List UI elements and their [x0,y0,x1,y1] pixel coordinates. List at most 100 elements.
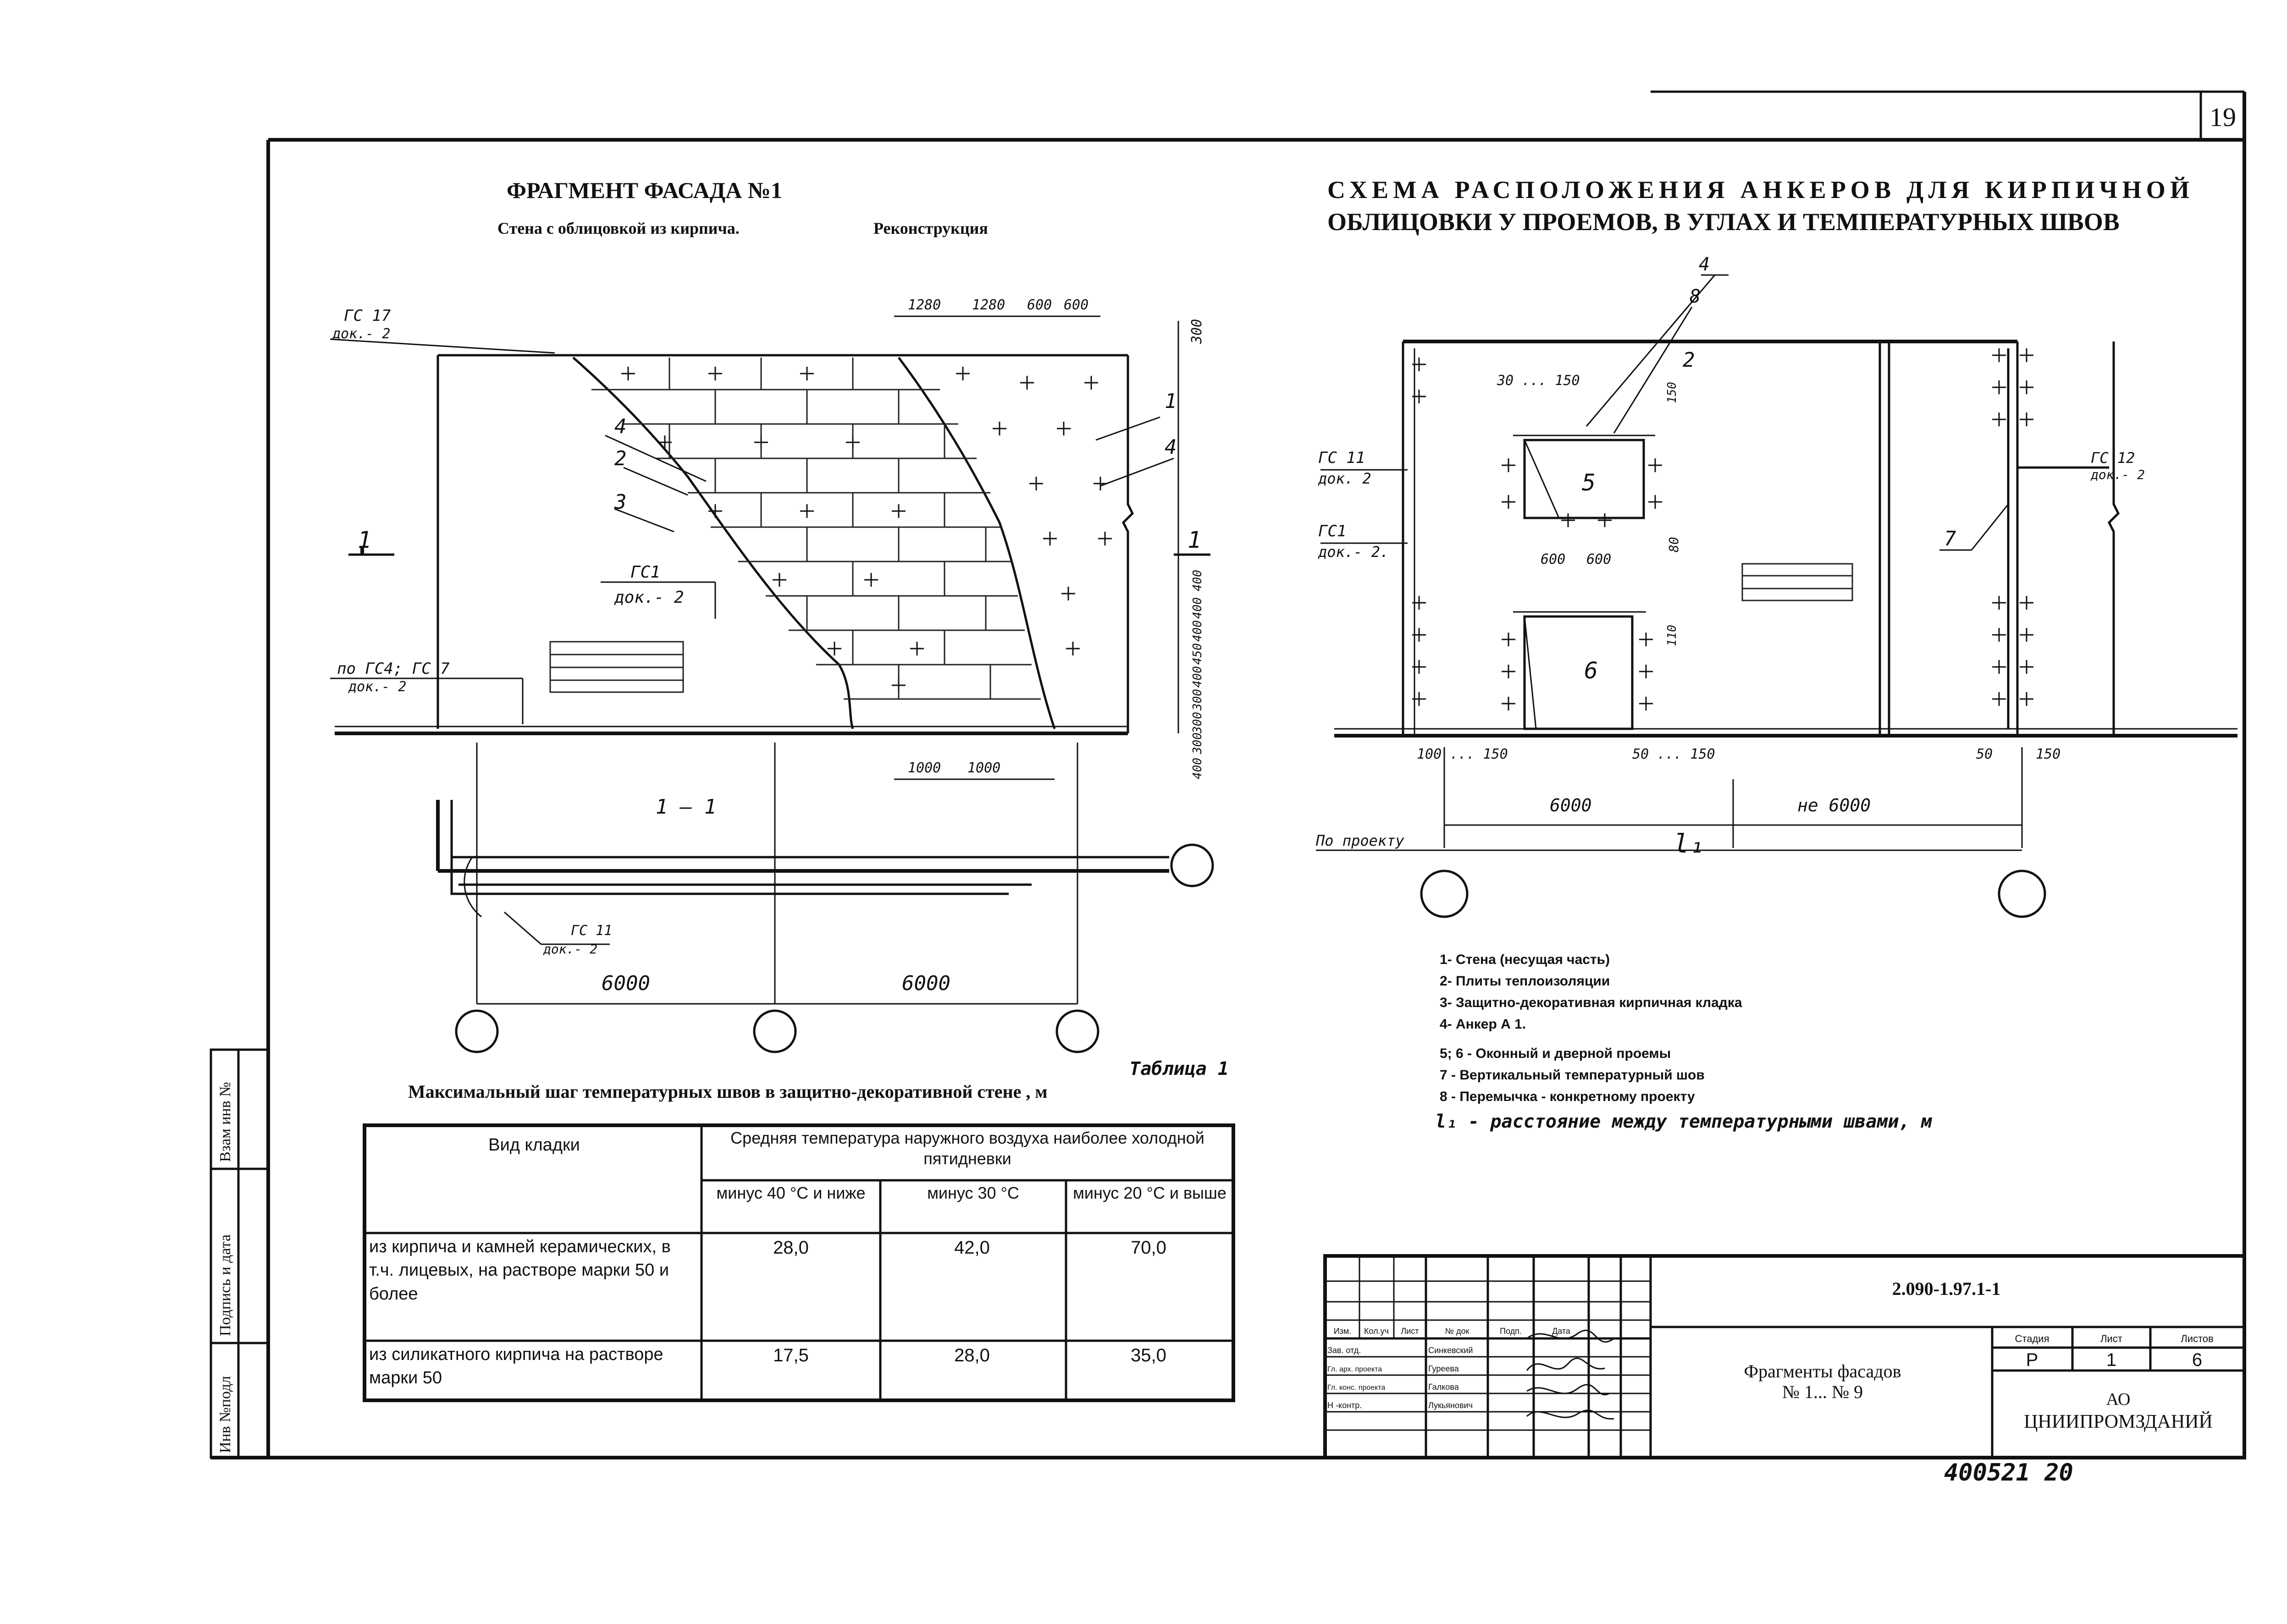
tb-role-2: Гл. арх. проекта [1327,1365,1382,1373]
tb-h-ndok: № док [1445,1327,1469,1336]
tb-h-list: Лист [1401,1327,1419,1336]
tb-sheets-label: Листов [2181,1333,2213,1344]
label-gs11-plan: ГС 11 [571,923,612,939]
table-col-header-3: минус 20 °С и выше [1073,1184,1226,1202]
tb-stage-label: Стадия [2015,1333,2049,1344]
data-table [363,1123,1235,1402]
dim-right-5: 300 [1191,689,1204,711]
tb-name-4: Лукьянович [1428,1401,1473,1410]
legend-item-4: 4- Анкер А 1. [1440,1017,1526,1032]
tb-sheet-label: Лист [2100,1333,2122,1344]
r-label-gs12: ГС 12 [2091,449,2135,467]
legend-item-5: 5; 6 - Оконный и дверной проемы [1440,1046,1671,1061]
r-dim-50-150: 50 ... 150 [1632,746,1715,762]
dim-right-3: 450 [1191,643,1204,665]
stamp-inv-podl: Инв №подл [217,1376,234,1453]
table-row-1-val-2: 42,0 [954,1238,990,1258]
label-n4-a: 4 [614,415,627,438]
tb-sheets: 6 [2192,1350,2202,1370]
axis-dim-6000b: 6000 [902,972,950,995]
bottom-note: 400521 20 [1944,1459,2073,1486]
right-dims: 400 400 400 450 400 300 300 300 400 [1191,570,1204,779]
axis-dim-6000a: 6000 [602,972,650,995]
dim-top-600a: 600 [1027,297,1052,313]
section-mark-left: 1 [358,527,371,553]
table-row-2-val-3: 35,0 [1131,1345,1166,1365]
r-dim-30-150: 30 ... 150 [1497,373,1580,389]
r-label-gs1: ГС1 [1318,522,1346,540]
table-row-1-label: из кирпича и камней керамических, в т.ч.… [369,1237,671,1304]
label-gs1: ГС1 [630,563,660,582]
tb-doc-code: 2.090-1.97.1-1 [1892,1278,2001,1299]
tb-name-line2: № 1... № 9 [1782,1382,1863,1402]
dim-top-600b: 600 [1064,297,1088,313]
label-dok2-a: док.- 2 [332,326,390,342]
r-label-dok2-a: док. 2 [1318,470,1371,487]
table-title: Максимальный шаг температурных швов в за… [408,1081,1048,1102]
right-title-line1: СХЕМА РАСПОЛОЖЕНИЯ АНКЕРОВ ДЛЯ КИРПИЧНОЙ [1327,176,2189,204]
plan-section-1-1 [436,743,1214,1053]
label-dok2-plan: док.- 2 [543,941,597,957]
label-gs4: по ГС4; ГС 7 [337,660,450,678]
legend-handwritten: l₁ - расстояние между температурными шва… [1435,1111,1933,1132]
left-title: ФРАГМЕНТ ФАСАДА №1 [507,177,782,203]
r-label-gs11: ГС 11 [1318,449,1365,467]
col-header-2-wrap: минус 30 °С [927,1184,1019,1202]
legend-item-2: 2- Плиты теплоизоляции [1440,974,1610,989]
r-dim-150: 150 [1665,382,1679,403]
table-row-2-val-1: 17,5 [773,1345,809,1365]
r-dim-50: 50 [1976,746,1993,762]
dim-top-1280a: 1280 [908,297,941,313]
table-caption: Таблица 1 [1129,1058,1229,1079]
page-number: 19 [2210,102,2236,132]
tb-org-line2: ЦНИИПРОМЗДАНИЙ [2024,1411,2213,1432]
tb-h-kol: Кол.уч [1364,1327,1389,1336]
label-n2: 2 [614,447,627,470]
legend-item-7: 8 - Перемычка - конкретному проекту [1440,1089,1695,1104]
label-dok2-b: док.- 2 [614,588,684,607]
r-dim-600b: 600 [1586,551,1611,567]
table-row-1-val-1: 28,0 [773,1238,809,1258]
facade-drawing [330,315,1210,780]
table-col-header-2: минус 30 °С [927,1184,1019,1202]
tb-stage: Р [2026,1350,2038,1370]
table-header-group: Средняя температура наружного воздуха на… [730,1129,1204,1168]
r-dim-150b: 150 [2036,746,2061,762]
legend-item-3: 3- Защитно-декоративная кирпичная кладка [1440,995,1742,1010]
label-dok2-c: док.- 2 [348,679,406,695]
tb-h-data: Дата [1552,1327,1571,1336]
legend-item-1: 1- Стена (несущая часть) [1440,952,1610,967]
dim-right-8: 400 [1191,758,1204,779]
r-label-n2: 2 [1683,348,1695,372]
table-col-header-1: минус 40 °С и ниже [716,1184,866,1202]
r-label-dok2-c: док.- 2 [2090,467,2145,482]
r-label-n7: 7 [1944,527,1956,551]
col-header-1-wrap: минус 40 °С и ниже [716,1184,866,1202]
dim-right-6: 300 [1191,712,1204,734]
dim-right-2: 400 [1191,620,1204,642]
tb-sheet: 1 [2106,1350,2116,1370]
r-label-n6: 6 [1584,657,1598,684]
label-gs17: ГС 17 [344,307,391,325]
dim-right-0: 400 [1191,597,1204,619]
stamp-signature-date: Подпись и дата [217,1234,234,1336]
r-label-dok2-b: док.- 2. [1318,543,1389,561]
row-1-label-wrap: из кирпича и камней керамических, в т.ч.… [369,1237,671,1304]
r-project-label: По проекту [1315,832,1404,849]
r-dim-100-150: 100 ... 150 [1417,746,1508,762]
table-header-left: Вид кладки [488,1135,580,1155]
legend: 1- Стена (несущая часть) 2- Плиты теплои… [1435,952,1933,1132]
r-dim-l1: l₁ [1674,829,1704,859]
r-dim-6000: 6000 [1550,795,1592,815]
tb-name-3: Галкова [1428,1382,1459,1392]
tb-name-2: Гуреева [1428,1364,1459,1373]
r-label-n8: 8 [1690,286,1701,307]
tb-h-podp: Подп. [1500,1327,1522,1336]
r-dim-600a: 600 [1541,551,1565,567]
legend-item-6: 7 - Вертикальный температурный шов [1440,1068,1705,1083]
table-row-2-val-2: 28,0 [954,1345,990,1365]
r-label-n4: 4 [1699,254,1710,275]
dim-right-4: 400 [1191,666,1204,688]
dim-right-1: 400 [1191,570,1204,591]
tb-role-1: Зав. отд. [1327,1346,1361,1355]
